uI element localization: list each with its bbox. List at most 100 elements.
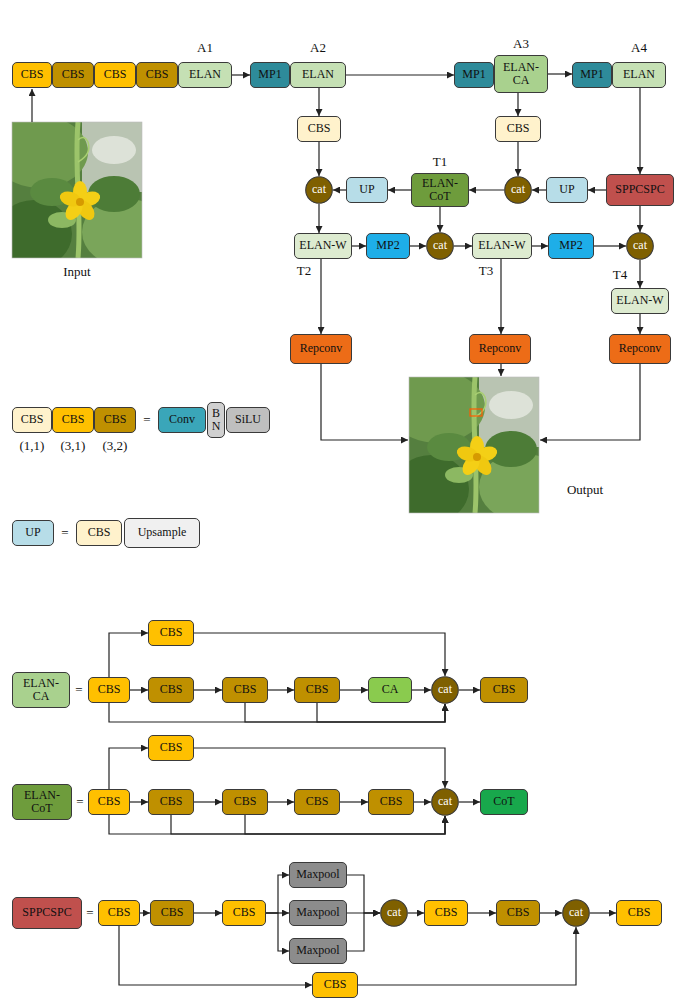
node-text: CBS <box>234 683 257 696</box>
node-text: CBS <box>507 122 530 135</box>
block-box: ELAN-W <box>611 288 669 314</box>
node-text: CBS <box>160 626 183 639</box>
concat-circle: cat <box>426 232 454 260</box>
connector <box>347 913 380 951</box>
connector <box>532 189 546 190</box>
connector <box>358 927 576 985</box>
block-box: CBS <box>148 789 194 815</box>
connector <box>268 801 294 802</box>
node-text: CBS <box>98 683 121 696</box>
connector <box>109 815 445 834</box>
connector <box>171 815 445 834</box>
node-text: MP1 <box>258 68 281 81</box>
block-box: CBS <box>297 116 341 142</box>
connector <box>459 689 480 690</box>
node-text: CA <box>382 683 399 696</box>
circle-shape <box>432 789 459 816</box>
connector <box>540 912 562 913</box>
concat-circle: cat <box>305 176 333 204</box>
node-text: UP <box>25 526 40 539</box>
block-box: B N <box>207 402 225 438</box>
node-text: ELAN <box>623 68 655 81</box>
node-text: cat <box>387 906 401 919</box>
node-text: Repconv <box>300 342 343 355</box>
node-text: CBS <box>161 906 184 919</box>
block-box: ELAN <box>290 62 346 88</box>
block-box: CBS <box>88 677 130 703</box>
block-box: CBS <box>52 407 94 433</box>
concat-circle: cat <box>504 176 532 204</box>
label-text: = <box>76 794 83 810</box>
connector <box>468 912 496 913</box>
block-box: CBS <box>12 62 52 88</box>
node-text: MP1 <box>580 68 603 81</box>
concat-circle: cat <box>431 676 459 704</box>
node-text: CBS <box>234 795 257 808</box>
connector <box>639 88 640 174</box>
node-text: CBS <box>628 906 651 919</box>
connector <box>268 689 294 690</box>
circle-shape <box>563 900 590 927</box>
node-text: cat <box>433 239 447 252</box>
block-box: CBS <box>222 789 268 815</box>
node-text: MP2 <box>559 239 582 252</box>
node-text: CBS <box>160 741 183 754</box>
circle-shape <box>306 177 333 204</box>
node-text: CBS <box>306 683 329 696</box>
node-text: CBS <box>98 795 121 808</box>
connector <box>266 913 289 951</box>
connector <box>346 74 454 75</box>
label-text: (3,2) <box>103 438 128 454</box>
connector <box>266 875 289 913</box>
block-box: ELAN-W <box>472 233 532 259</box>
node-text: CBS <box>21 413 44 426</box>
node-text: CBS <box>380 795 403 808</box>
connector <box>454 245 472 246</box>
block-box: CBS <box>294 677 340 703</box>
node-text: CBS <box>435 906 458 919</box>
block-box: CBS <box>148 677 194 703</box>
node-text: Maxpool <box>296 868 339 881</box>
connector <box>340 801 368 802</box>
label-text: = <box>75 682 82 698</box>
connector <box>548 73 572 74</box>
node-text: cat <box>312 183 326 196</box>
connector <box>594 245 626 246</box>
label-text: = <box>86 905 93 921</box>
connector <box>532 245 548 246</box>
block-box: CBS <box>76 520 122 546</box>
block-box: CBS <box>312 972 358 998</box>
block-box: ELAN- CA <box>494 55 548 93</box>
block-box: ELAN- CoT <box>12 784 72 820</box>
block-box: SPPCSPC <box>606 174 674 206</box>
block-box: CBS <box>294 789 340 815</box>
connector <box>410 245 426 246</box>
label-text: T1 <box>433 154 447 170</box>
label-text: A1 <box>197 40 213 56</box>
node-text: CBS <box>324 978 347 991</box>
label-text: A2 <box>310 40 326 56</box>
block-box: Upsample <box>124 518 200 548</box>
connector <box>109 633 148 677</box>
block-box: MP1 <box>454 62 494 88</box>
circle-shape <box>381 900 408 927</box>
input-photo <box>0 116 166 268</box>
label-text: (1,1) <box>20 438 45 454</box>
node-text: CBS <box>62 68 85 81</box>
output-arrow <box>321 364 408 440</box>
block-box: CBS <box>12 407 52 433</box>
node-text: ELAN- CoT <box>417 177 463 203</box>
node-text: ELAN- CA <box>499 61 543 87</box>
block-box: Repconv <box>469 334 531 364</box>
node-text: CBS <box>104 413 127 426</box>
node-text: UP <box>359 183 374 196</box>
node-text: SiLU <box>235 413 261 426</box>
connector <box>194 912 222 913</box>
label-text: Output <box>567 482 603 498</box>
node-text: SPPCSPC <box>22 906 71 919</box>
block-box: CA <box>368 677 412 703</box>
block-box: MP1 <box>572 62 612 88</box>
connector <box>340 689 368 690</box>
